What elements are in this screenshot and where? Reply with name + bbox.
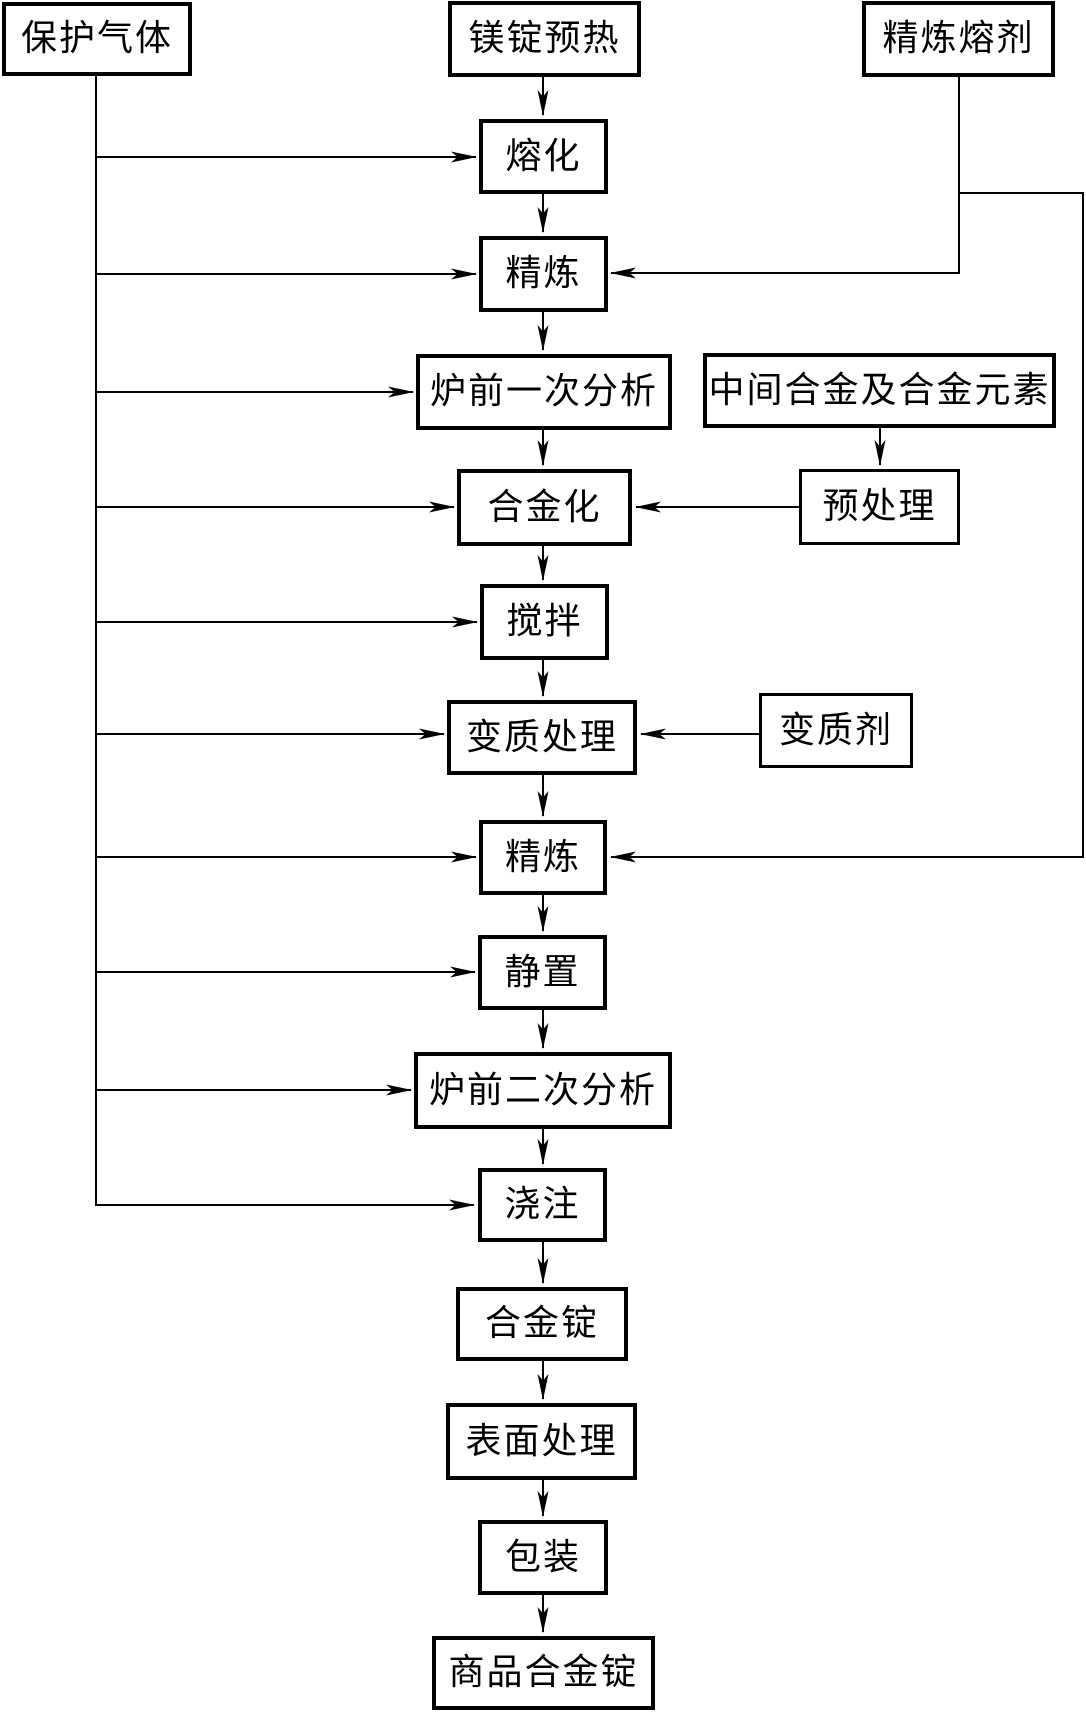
node-alloying-label: 合金化 bbox=[487, 486, 602, 528]
node-second-analysis-label: 炉前二次分析 bbox=[428, 1069, 657, 1111]
node-mg-ingot-preheat-label: 镁锭预热 bbox=[468, 18, 621, 59]
node-first-analysis: 炉前一次分析 bbox=[416, 354, 672, 430]
node-protective-gas: 保护气体 bbox=[2, 2, 192, 76]
edge-flux-to-refining1 bbox=[610, 77, 960, 279]
node-first-analysis-label: 炉前一次分析 bbox=[429, 371, 658, 412]
node-alloying: 合金化 bbox=[457, 469, 632, 546]
node-packaging-label: 包装 bbox=[504, 1536, 581, 1578]
node-master-alloy: 中间合金及合金元素 bbox=[703, 353, 1056, 428]
node-refining-2: 精炼 bbox=[479, 820, 607, 895]
node-melting-label: 熔化 bbox=[505, 135, 582, 177]
node-alloy-ingot: 合金锭 bbox=[456, 1287, 628, 1361]
node-commercial-alloy-ingot: 商品合金锭 bbox=[432, 1636, 655, 1710]
node-pouring: 浇注 bbox=[478, 1168, 607, 1242]
node-pretreatment-label: 预处理 bbox=[822, 486, 937, 527]
node-pouring-label: 浇注 bbox=[504, 1184, 581, 1225]
node-pretreatment: 预处理 bbox=[799, 469, 960, 545]
node-mg-ingot-preheat: 镁锭预热 bbox=[448, 1, 641, 77]
node-surface-treatment-label: 表面处理 bbox=[465, 1420, 618, 1462]
node-commercial-alloy-ingot-label: 商品合金锭 bbox=[448, 1652, 639, 1693]
node-refining-flux: 精炼熔剂 bbox=[862, 1, 1055, 77]
node-standing-label: 静置 bbox=[504, 951, 581, 993]
node-master-alloy-label: 中间合金及合金元素 bbox=[708, 369, 1051, 411]
node-standing: 静置 bbox=[478, 935, 607, 1010]
edge-gas-spine-to-pouring bbox=[95, 76, 475, 1211]
node-refining-1-label: 精炼 bbox=[505, 253, 582, 294]
node-protective-gas-label: 保护气体 bbox=[20, 18, 173, 59]
node-modification: 变质处理 bbox=[447, 700, 637, 775]
node-surface-treatment: 表面处理 bbox=[446, 1403, 637, 1480]
node-alloy-ingot-label: 合金锭 bbox=[484, 1303, 599, 1344]
node-modifier-label: 变质剂 bbox=[778, 709, 893, 751]
node-refining-flux-label: 精炼熔剂 bbox=[882, 18, 1035, 59]
edge-flux-to-refining2 bbox=[610, 192, 1084, 863]
node-modifier: 变质剂 bbox=[759, 693, 913, 768]
node-second-analysis: 炉前二次分析 bbox=[414, 1052, 672, 1129]
node-refining-2-label: 精炼 bbox=[504, 836, 581, 878]
node-modification-label: 变质处理 bbox=[465, 716, 618, 758]
node-stirring: 搅拌 bbox=[480, 584, 609, 660]
node-stirring-label: 搅拌 bbox=[506, 601, 583, 642]
node-refining-1: 精炼 bbox=[479, 236, 608, 312]
node-packaging: 包装 bbox=[478, 1520, 608, 1595]
node-melting: 熔化 bbox=[479, 119, 608, 194]
